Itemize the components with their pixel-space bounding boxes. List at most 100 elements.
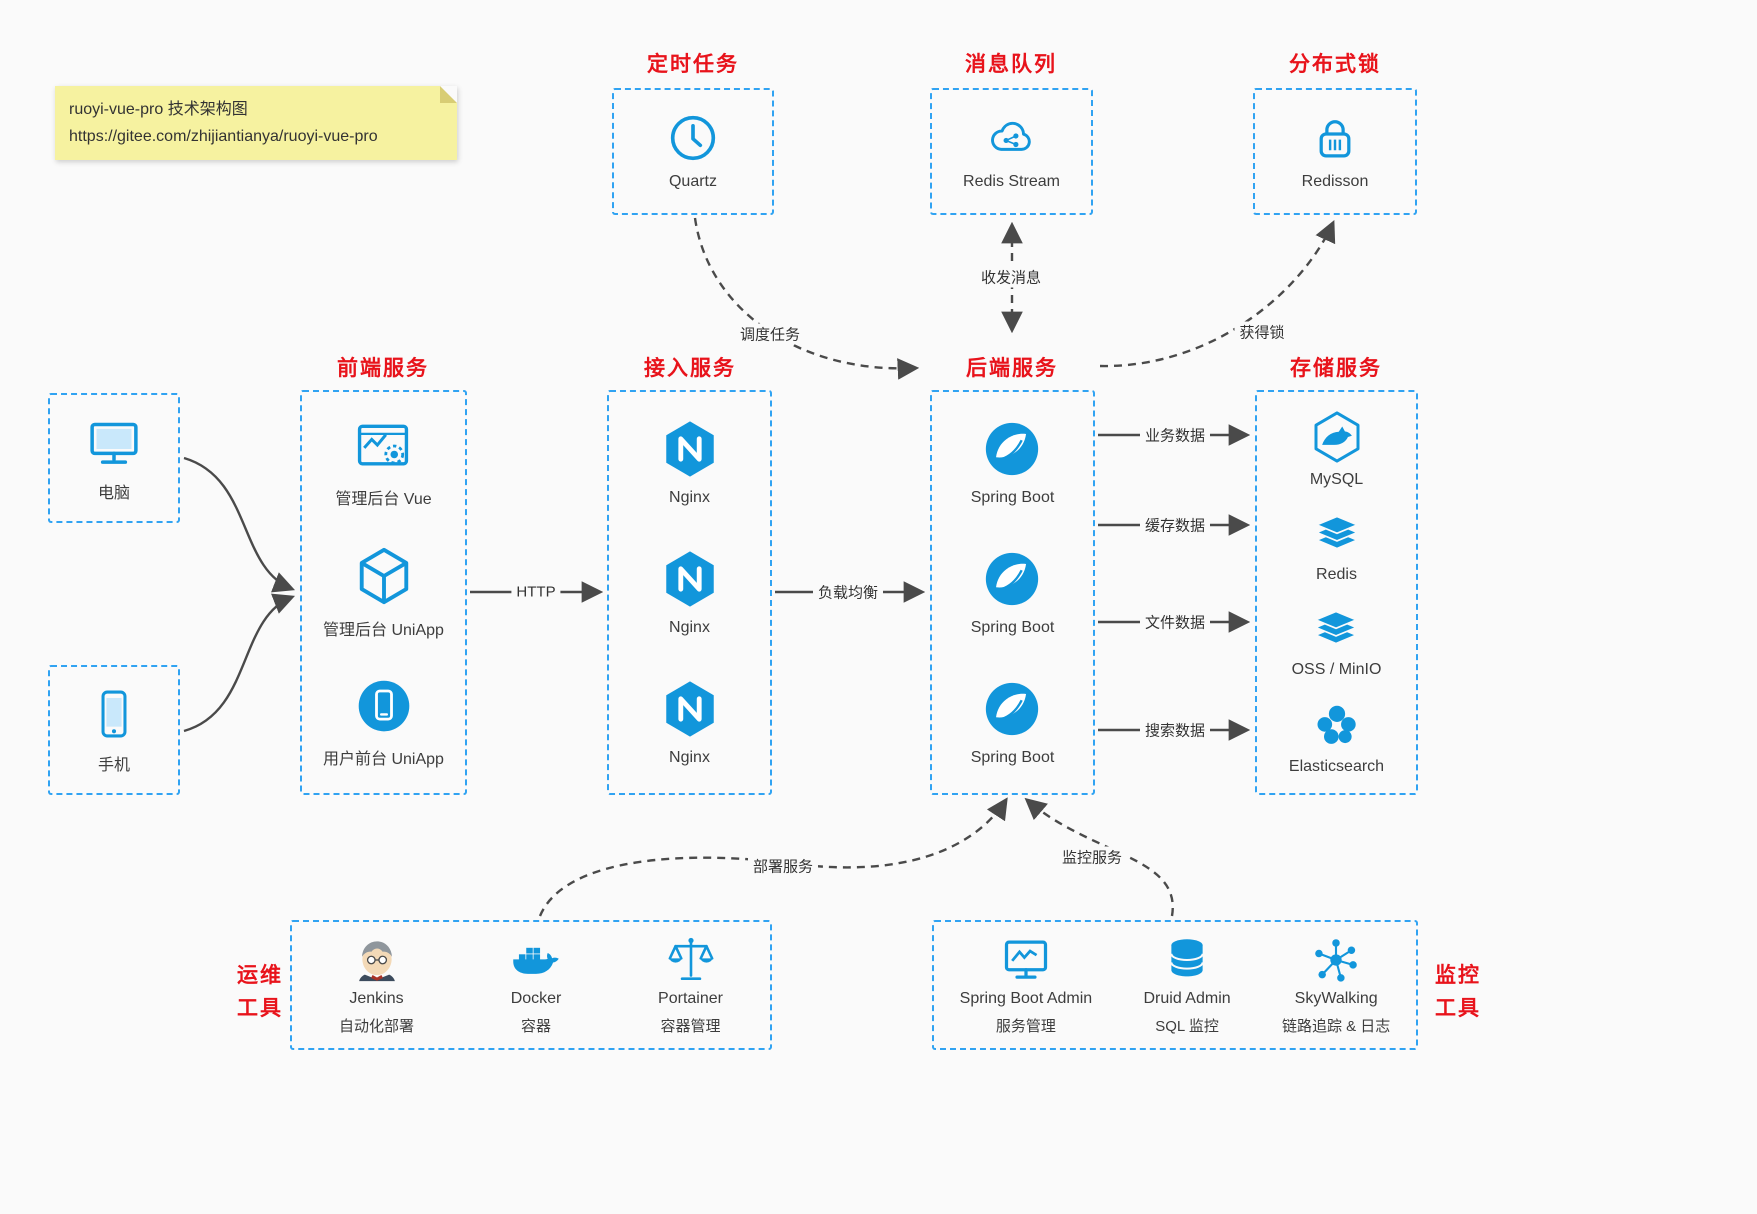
elasticsearch-icon [1317, 706, 1356, 745]
frontend-item-label: 用户前台 UniApp [323, 751, 444, 768]
admin-vue-icon [358, 424, 409, 466]
monitoring-title-line1: 监控 [1435, 964, 1481, 987]
redis-stream-box: Redis Stream [930, 88, 1093, 215]
storage-item-label: Elasticsearch [1288, 758, 1385, 776]
nginx-icon [665, 421, 714, 477]
group-title-distributed-lock: 分布式锁 [1289, 53, 1381, 76]
ops-item-label: Jenkins [349, 990, 404, 1007]
docker-icon [513, 947, 559, 974]
storage-item-oss-minio: OSS / MinIO [1291, 605, 1382, 679]
edge-computer-to-frontend [183, 456, 296, 593]
ops-item-sublabel: 容器管理 [660, 1018, 721, 1035]
ops-item-portainer: Portainer 容器管理 [658, 934, 723, 1036]
uniapp-cube-icon [359, 547, 408, 605]
group-title-gateway: 接入服务 [644, 357, 736, 380]
redisson-node: Redisson [1301, 112, 1369, 191]
monitoring-item-label: Spring Boot Admin [959, 990, 1093, 1007]
gateway-item-nginx-3: Nginx [659, 678, 721, 767]
edge-label-http: HTTP [511, 583, 561, 601]
ops-title-line1: 运维 [237, 964, 283, 987]
redis-stack-icon [1314, 515, 1359, 550]
quartz-label: Quartz [668, 173, 717, 190]
portainer-icon [668, 937, 713, 980]
edge-label-send-receive-message: 收发消息 [975, 266, 1047, 288]
computer-label: 电脑 [97, 484, 130, 502]
monitoring-item-sublabel: SQL 监控 [1155, 1018, 1219, 1035]
edge-label-file-data: 文件数据 [1139, 611, 1211, 633]
nginx-icon [665, 551, 714, 607]
storage-item-label: MySQL [1309, 470, 1364, 488]
monitoring-item-skywalking: SkyWalking 链路追踪 & 日志 [1282, 934, 1390, 1036]
monitoring-item-label: SkyWalking [1294, 990, 1378, 1007]
note-url: https://gitee.com/zhijiantianya/ruoyi-vu… [69, 128, 378, 146]
edge-label-schedule-task: 调度任务 [734, 323, 806, 345]
edge-label-acquire-lock: 获得锁 [1234, 321, 1290, 343]
edge-label-monitor-service: 监控服务 [1056, 846, 1128, 868]
group-title-backend: 后端服务 [966, 357, 1058, 380]
mysql-icon [1314, 411, 1359, 463]
jenkins-icon [358, 941, 395, 982]
edge-acquire-lock [1099, 220, 1336, 368]
lock-icon [1319, 120, 1351, 158]
spring-icon [986, 552, 1039, 606]
edge-label-load-balance: 负载均衡 [812, 581, 884, 603]
note-title: ruoyi-vue-pro 技术架构图 [69, 101, 248, 118]
monitoring-item-sublabel: 服务管理 [995, 1018, 1056, 1035]
backend-item-springboot-3: Spring Boot [970, 678, 1055, 767]
skywalking-icon [1315, 939, 1357, 982]
storage-box: MySQL Redis OSS / MinIO [1255, 390, 1418, 795]
backend-box: Spring Boot Spring Boot Spring Boot [930, 390, 1095, 795]
group-title-scheduled-tasks: 定时任务 [647, 53, 739, 76]
ops-item-docker: Docker 容器 [508, 934, 564, 1036]
gateway-item-nginx-2: Nginx [659, 548, 721, 637]
user-app-icon [358, 680, 409, 732]
group-title-ops-tools: 运维 工具 [236, 960, 284, 1025]
storage-item-label: OSS / MinIO [1291, 661, 1382, 679]
spring-icon [986, 423, 1039, 476]
ops-item-sublabel: 自动化部署 [339, 1018, 415, 1035]
quartz-box: Quartz [612, 88, 774, 215]
sticky-note: ruoyi-vue-pro 技术架构图 https://gitee.com/zh… [55, 86, 457, 161]
monitoring-tools-box: Spring Boot Admin 服务管理 Druid Admin SQL 监… [932, 920, 1418, 1050]
oss-stack-icon [1314, 610, 1359, 645]
frontend-item-label: 管理后台 UniApp [323, 622, 444, 639]
phone-node: 手机 [87, 686, 141, 775]
redisson-label: Redisson [1301, 173, 1369, 190]
admin-monitor-icon [1004, 940, 1048, 979]
ops-item-label: Portainer [658, 990, 723, 1007]
smartphone-icon [101, 690, 127, 737]
ops-item-sublabel: 容器 [521, 1018, 552, 1035]
ops-item-jenkins: Jenkins 自动化部署 [339, 934, 414, 1036]
redisson-box: Redisson [1253, 88, 1417, 215]
storage-item-mysql: MySQL [1308, 409, 1366, 489]
ops-tools-box: Jenkins 自动化部署 Docker 容器 [290, 920, 772, 1050]
backend-item-springboot-2: Spring Boot [970, 548, 1055, 637]
edge-label-business-data: 业务数据 [1139, 424, 1211, 446]
frontend-item-user-uniapp: 用户前台 UniApp [323, 676, 444, 769]
backend-item-springboot-1: Spring Boot [971, 418, 1054, 507]
group-title-message-queue: 消息队列 [965, 53, 1057, 76]
edge-phone-to-frontend [183, 593, 296, 733]
edge-label-search-data: 搜索数据 [1139, 719, 1211, 741]
group-title-frontend: 前端服务 [337, 357, 429, 380]
druid-icon [1170, 939, 1204, 977]
monitor-icon [90, 422, 138, 464]
phone-label: 手机 [97, 756, 130, 774]
frontend-item-admin-uniapp: 管理后台 UniApp [323, 545, 444, 640]
storage-item-redis: Redis [1310, 510, 1364, 584]
backend-item-label: Spring Boot [970, 618, 1055, 636]
monitoring-item-spring-boot-admin: Spring Boot Admin 服务管理 [959, 934, 1093, 1036]
edge-schedule-task [693, 217, 920, 380]
monitoring-item-label: Druid Admin [1143, 990, 1231, 1007]
gateway-item-label: Nginx [669, 748, 710, 766]
backend-item-label: Spring Boot [970, 748, 1055, 766]
computer-box: 电脑 [48, 393, 180, 523]
edge-label-cache-data: 缓存数据 [1139, 514, 1211, 536]
ops-item-label: Docker [510, 990, 562, 1007]
ops-title-line2: 工具 [237, 996, 283, 1020]
storage-item-elasticsearch: Elasticsearch [1289, 700, 1384, 776]
nginx-icon [665, 681, 714, 737]
group-title-storage: 存储服务 [1290, 357, 1382, 380]
